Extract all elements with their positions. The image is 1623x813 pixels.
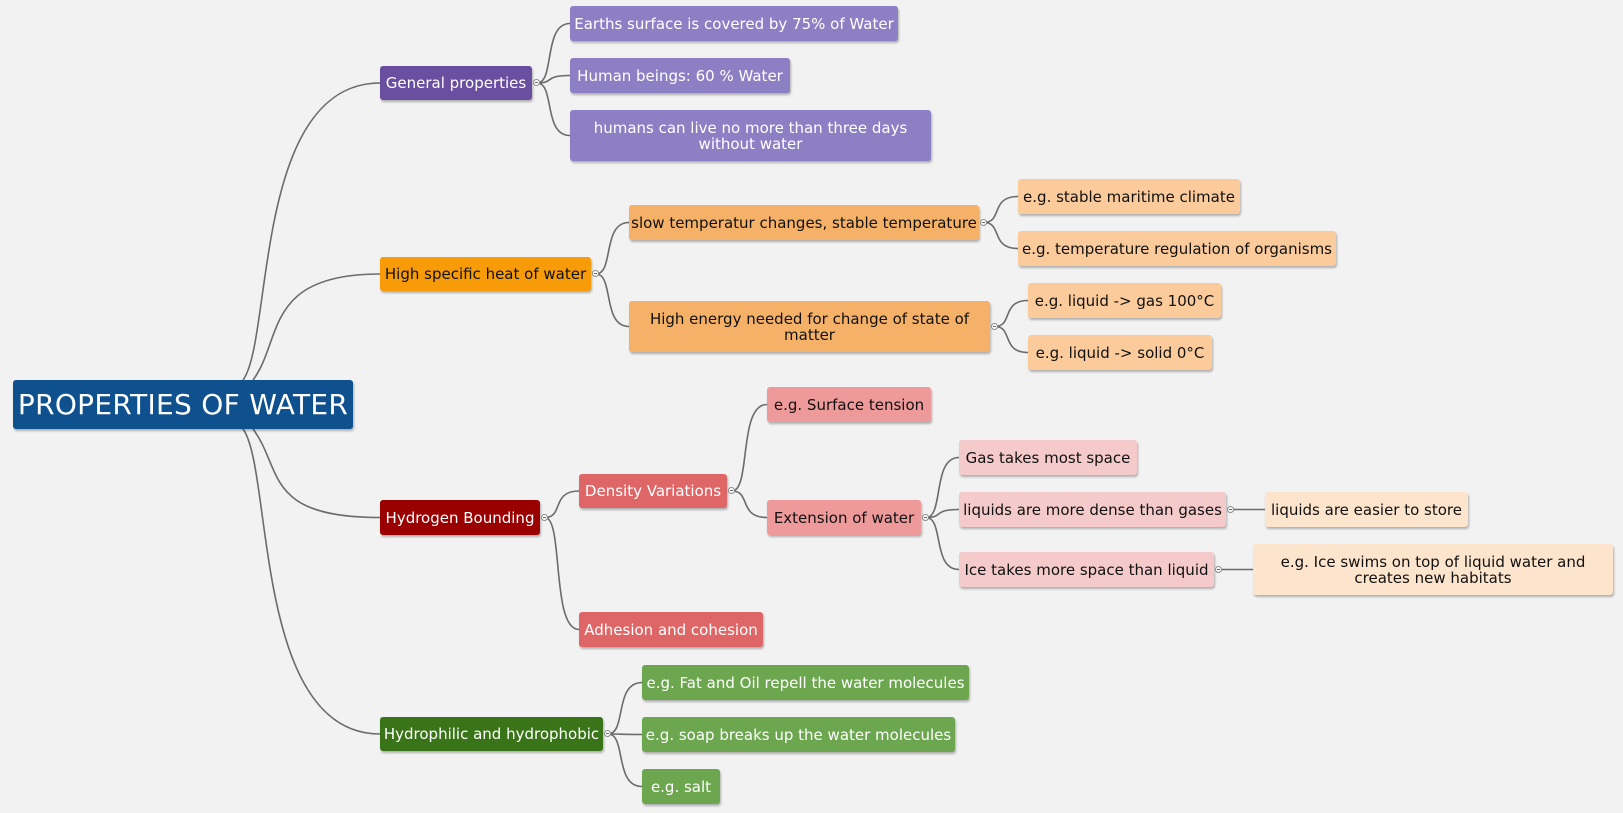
connector-line	[607, 733, 643, 736]
leaf-liquids-easier-store[interactable]: liquids are easier to store	[1265, 492, 1468, 527]
topic-general-properties[interactable]: General properties	[380, 66, 532, 100]
connector-line	[925, 456, 960, 519]
collapse-toggle-slow[interactable]	[980, 219, 987, 226]
collapse-toggle-hydrogen[interactable]	[541, 514, 548, 521]
connector-line	[536, 74, 571, 84]
connector-line	[731, 403, 768, 492]
collapse-toggle-general[interactable]	[533, 79, 540, 86]
central-topic[interactable]: PROPERTIES OF WATER	[13, 380, 353, 429]
subtopic-earth-surface[interactable]: Earths surface is covered by 75% of Wate…	[570, 6, 898, 41]
connector-line	[544, 490, 580, 519]
collapse-toggle-hydro[interactable]	[604, 730, 611, 737]
connector-line	[994, 325, 1029, 354]
topic-high-specific-heat[interactable]: High specific heat of water	[380, 257, 591, 291]
example-fat-oil[interactable]: e.g. Fat and Oil repell the water molecu…	[642, 665, 969, 700]
connector-line	[595, 221, 630, 275]
collapse-toggle-liquids[interactable]	[1227, 506, 1234, 513]
connector-line	[983, 221, 1019, 250]
example-salt[interactable]: e.g. salt	[642, 769, 720, 804]
example-temperature-regulation[interactable]: e.g. temperature regulation of organisms	[1018, 231, 1336, 266]
connector-line	[242, 428, 381, 735]
subtopic-extension-of-water[interactable]: Extension of water	[767, 500, 921, 535]
connector-line	[536, 82, 571, 137]
collapse-toggle-ice[interactable]	[1215, 566, 1222, 573]
topic-hydrophilic-hydrophobic[interactable]: Hydrophilic and hydrophobic	[380, 717, 603, 751]
subtopic-slow-temperature[interactable]: slow temperatur changes, stable temperat…	[629, 205, 979, 240]
subtopic-density-variations[interactable]: Density Variations	[579, 474, 727, 508]
leaf-gas-most-space[interactable]: Gas takes most space	[959, 440, 1137, 475]
connector-line	[925, 516, 960, 571]
connector-line	[925, 508, 960, 519]
topic-hydrogen-bounding[interactable]: Hydrogen Bounding	[380, 500, 540, 535]
collapse-toggle-heat[interactable]	[592, 270, 599, 277]
collapse-toggle-density[interactable]	[728, 487, 735, 494]
collapse-toggle-extension[interactable]	[922, 514, 929, 521]
example-soap[interactable]: e.g. soap breaks up the water molecules	[642, 717, 955, 752]
connector-line	[544, 516, 580, 631]
connector-line	[252, 273, 381, 381]
connector-line	[983, 195, 1019, 224]
collapse-toggle-energy[interactable]	[991, 323, 998, 330]
connector-line	[536, 22, 571, 84]
connector-line	[731, 490, 768, 519]
example-liquid-gas[interactable]: e.g. liquid -> gas 100°C	[1028, 283, 1221, 318]
subtopic-human-beings[interactable]: Human beings: 60 % Water	[570, 58, 790, 93]
leaf-liquids-dense[interactable]: liquids are more dense than gases	[959, 492, 1226, 527]
example-liquid-solid[interactable]: e.g. liquid -> solid 0°C	[1028, 335, 1212, 370]
connector-line	[994, 299, 1029, 328]
connector-line	[595, 273, 630, 328]
connector-line	[252, 428, 381, 519]
connector-line	[242, 82, 381, 381]
leaf-ice-swims[interactable]: e.g. Ice swims on top of liquid water an…	[1253, 544, 1613, 595]
subtopic-adhesion-cohesion[interactable]: Adhesion and cohesion	[579, 612, 763, 647]
subtopic-three-days[interactable]: humans can live no more than three days …	[570, 110, 931, 161]
connector-line	[607, 733, 643, 788]
leaf-ice-more-space[interactable]: Ice takes more space than liquid	[959, 552, 1214, 587]
example-maritime-climate[interactable]: e.g. stable maritime climate	[1018, 179, 1240, 214]
example-surface-tension[interactable]: e.g. Surface tension	[767, 387, 931, 422]
connector-line	[607, 681, 643, 735]
subtopic-high-energy[interactable]: High energy needed for change of state o…	[629, 301, 990, 352]
